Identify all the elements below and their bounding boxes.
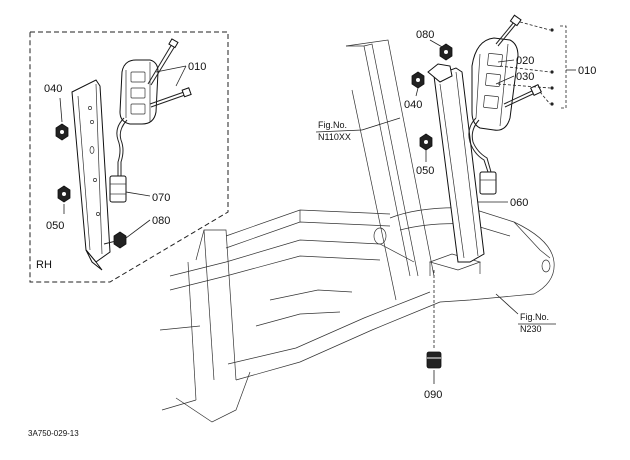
tractor-frame [159, 39, 555, 423]
figref-n110xx-code: N110XX [318, 132, 351, 142]
callout-030: 030 [516, 71, 534, 83]
rh-bolts [147, 38, 192, 108]
rh-nut-040 [55, 123, 69, 141]
rh-lamp [119, 59, 159, 125]
plug-090 [426, 270, 442, 369]
callout-040-rh: 040 [44, 83, 62, 95]
main-bracket [427, 63, 485, 263]
figref-n110xx-title: Fig.No. [318, 120, 347, 130]
rh-bracket [71, 79, 111, 271]
callout-020: 020 [516, 55, 534, 67]
rh-nut-050 [57, 185, 71, 203]
nut-080 [439, 43, 453, 61]
callout-050: 050 [416, 165, 434, 177]
nut-050 [419, 133, 433, 151]
callout-080-rh: 080 [152, 215, 170, 227]
callout-060: 060 [510, 197, 528, 209]
figref-n230-code: N230 [520, 324, 542, 334]
rh-label: RH [36, 259, 52, 271]
main-lamp [471, 37, 519, 131]
callout-010: 010 [578, 65, 596, 77]
rh-harness [109, 117, 128, 203]
callout-040: 040 [404, 99, 422, 111]
main-leaders [361, 39, 519, 384]
callout-080: 080 [416, 29, 434, 41]
rh-inset: 010 040 050 070 080 RH [29, 31, 229, 283]
rh-inset-border [29, 31, 229, 283]
rh-bolt-080 [103, 231, 127, 249]
callout-010-rh: 010 [188, 61, 206, 73]
nut-040 [411, 71, 425, 89]
figref-n230-title: Fig.No. [520, 312, 549, 322]
figref-n230[interactable]: Fig.No. N230 [518, 312, 556, 334]
callout-070: 070 [152, 192, 170, 204]
callout-050-rh: 050 [46, 220, 64, 232]
bolt-alignment-lines [497, 21, 576, 109]
figref-n110xx[interactable]: Fig.No. N110XX [315, 120, 363, 142]
main-harness [468, 117, 497, 195]
callout-090: 090 [424, 389, 442, 401]
drawing-code: 3A750-029-13 [28, 429, 79, 438]
